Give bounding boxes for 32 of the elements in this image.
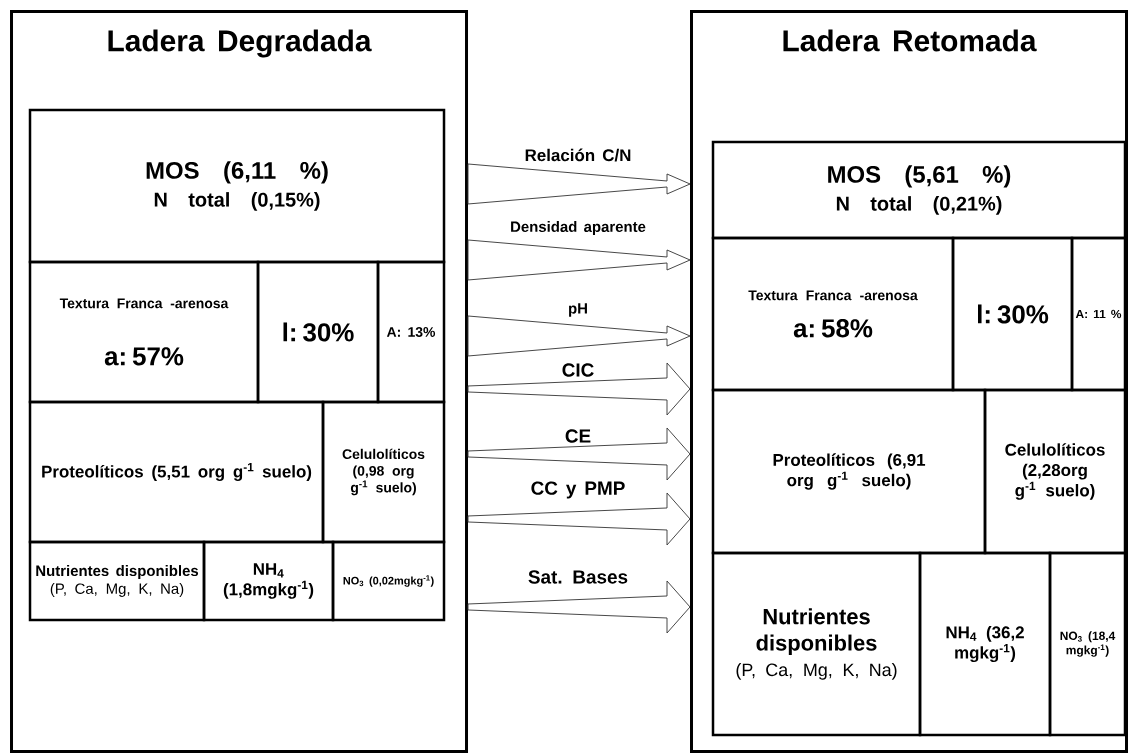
- data-cell: Celulolíticos (0,98 org g$^{-1}$ suelo): [321, 400, 446, 544]
- data-cell: Nutrientes disponibles (P, Ca, Mg, K, Na): [711, 551, 922, 737]
- edge-label: CC y PMP: [529, 480, 627, 500]
- data-cell: A: 11 %: [1070, 236, 1127, 392]
- data-cell: Textura Franca -arenosa a: 58%: [711, 236, 955, 392]
- edge-label: Relación C/N: [523, 147, 633, 163]
- edge-label: Sat. Bases: [526, 569, 630, 585]
- edge-label: CIC: [560, 362, 596, 378]
- data-cell: Proteolíticos (6,91 org g$^{-1}$ suelo): [711, 388, 987, 555]
- block-arrow: [467, 580, 691, 634]
- data-cell: NH$_{4}$ (36,2 mgkg$^{-1}$): [918, 551, 1052, 737]
- block-arrow: [467, 492, 691, 546]
- data-cell: Textura Franca -arenosa a: 57%: [28, 260, 260, 404]
- data-cell: NO$_{3}$ (18,4 mgkg$^{-1}$): [1048, 551, 1127, 737]
- data-cell: Proteolíticos (5,51 org g$^{-1}$ suelo): [28, 400, 325, 544]
- edge-label: CE: [563, 428, 593, 444]
- block-arrow: [467, 239, 691, 281]
- block-arrow: [467, 163, 691, 205]
- data-cell: NH$_{4}$ (1,8mgkg$^{-1}$): [202, 540, 335, 622]
- data-cell: MOS (6,11 %) N total (0,15%): [28, 108, 446, 264]
- data-cell: Celulolíticos (2,28org g$^{-1}$ suelo): [983, 388, 1127, 555]
- block-arrow: [467, 362, 691, 416]
- data-cell: Nutrientes disponibles (P, Ca, Mg, K, Na): [28, 540, 206, 622]
- data-cell: NO$_{3}$ (0,02mgkg$^{-1}$): [331, 540, 446, 622]
- data-cell: l: 30%: [951, 236, 1074, 392]
- edge-label: pH: [567, 302, 589, 318]
- data-cell: l: 30%: [256, 260, 380, 404]
- block-arrow: [467, 427, 691, 481]
- block-arrow: [467, 315, 691, 357]
- data-cell: MOS (5,61 %) N total (0,21%): [711, 140, 1127, 240]
- data-cell: A: 13%: [376, 260, 446, 404]
- edge-label: Densidad aparente: [509, 220, 647, 236]
